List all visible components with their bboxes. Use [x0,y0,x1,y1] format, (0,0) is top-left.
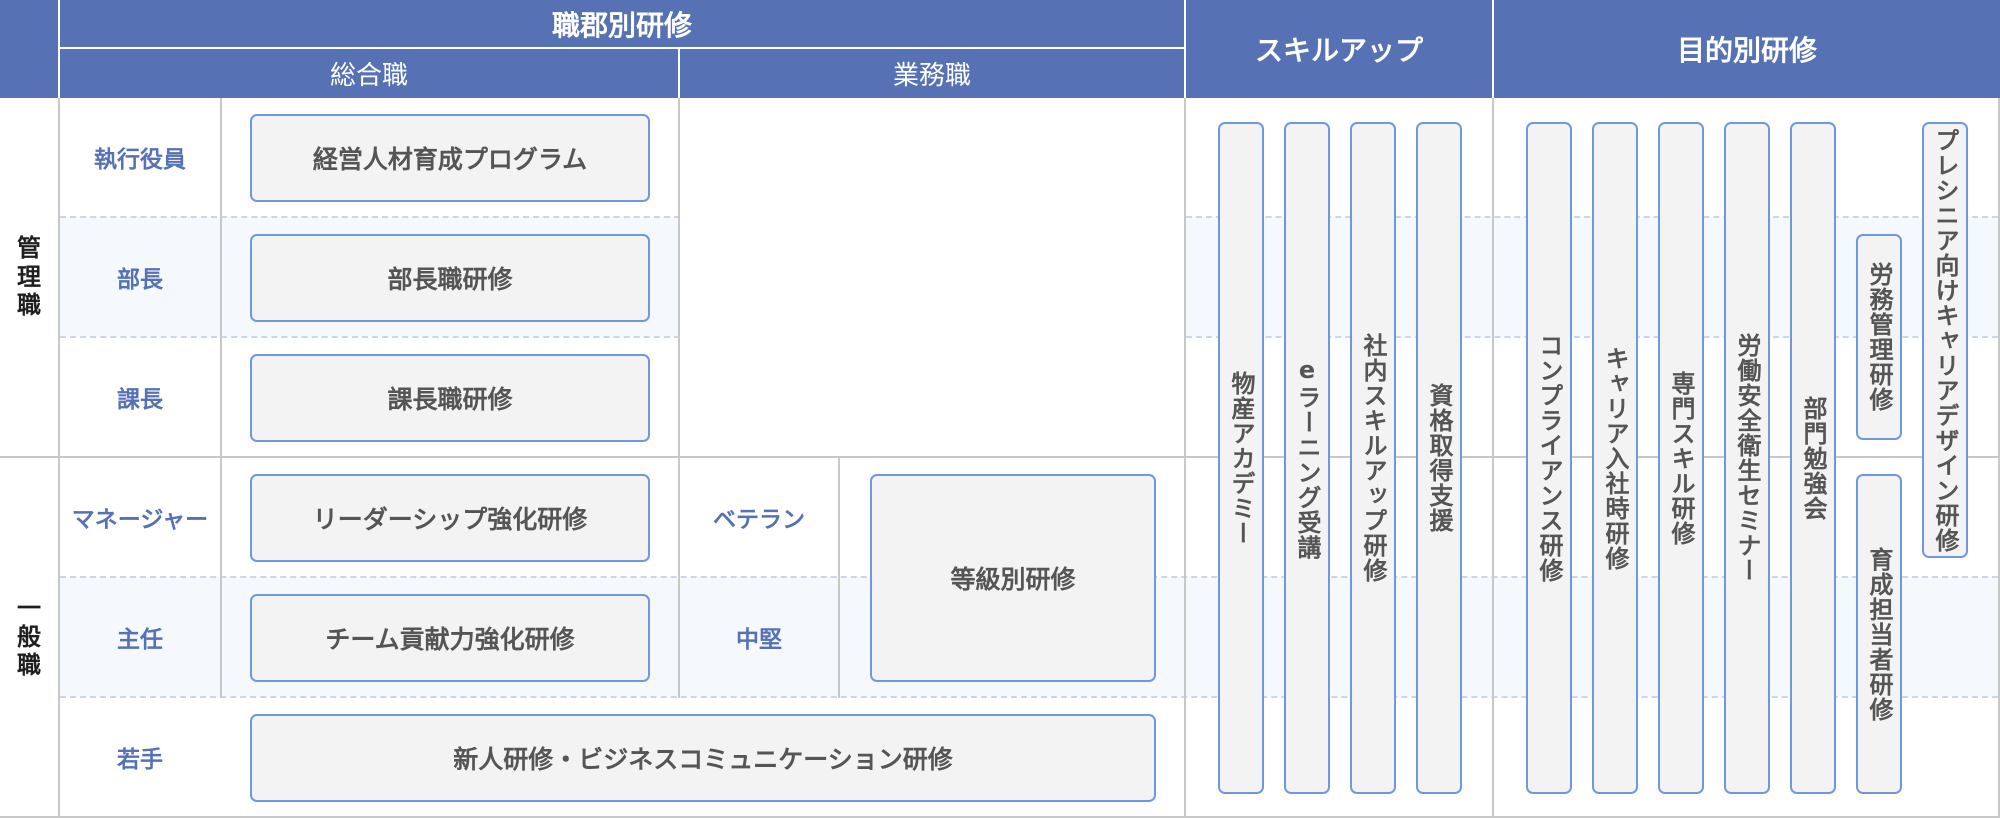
side-label-ippanshoku: 一 般 職 [17,593,41,680]
program-bucho-kenshu[interactable]: 部長職研修 [250,234,650,322]
header-mokuteki: 目的別研修 [1494,0,2000,98]
header-shokugun: 職郡別研修 [60,0,1184,47]
skillup-bussan-academy[interactable]: 物産アカデミー [1218,122,1264,794]
program-team-koken[interactable]: チーム貢献力強化研修 [250,594,650,682]
header-sogoshoku-label: 総合職 [329,61,408,91]
rank-manager: マネージャー [71,507,209,533]
header-gyomushoku-label: 業務職 [892,61,971,91]
grid-line [838,456,840,698]
mokuteki-presenior-career[interactable]: プレシニア向けキャリアデザイン研修 [1922,122,1968,558]
header-skillup: スキルアップ [1186,0,1492,98]
program-tokyu-betsu[interactable]: 等級別研修 [870,474,1156,682]
mokuteki-compliance[interactable]: コンプライアンス研修 [1526,122,1572,794]
grid-line [1492,98,1494,818]
rank-chuken: 中堅 [736,627,782,653]
header-corner [0,0,58,98]
grid-line [1184,98,1186,818]
header-sogoshoku: 総合職 [60,49,678,98]
header-shokugun-label: 職郡別研修 [551,8,692,42]
header-skillup-label: スキルアップ [1254,34,1423,67]
rank-bucho: 部長 [117,267,163,293]
grid-line [1998,98,2000,818]
program-shinjin[interactable]: 新人研修・ビジネスコミュニケーション研修 [250,714,1156,802]
row-divider [60,336,680,338]
mokuteki-senmon-skill[interactable]: 専門スキル研修 [1658,122,1704,794]
group-divider [0,456,1998,458]
program-keiei-jinzai[interactable]: 経営人材育成プログラム [250,114,650,202]
grid-line [220,98,222,698]
rank-kacho: 課長 [117,387,163,413]
mokuteki-rodo-anzen[interactable]: 労働安全衛生セミナー [1724,122,1770,794]
grid-line [58,98,60,818]
mokuteki-career-entry[interactable]: キャリア入社時研修 [1592,122,1638,794]
header-gyomushoku: 業務職 [680,49,1184,98]
rank-shunin: 主任 [117,627,163,653]
side-label-kanrishoku: 管 理 職 [17,233,41,320]
mokuteki-bumon-benkyokai[interactable]: 部門勉強会 [1790,122,1836,794]
row-divider [60,216,680,218]
skillup-elearning[interactable]: eラーニング受講 [1284,122,1330,794]
bottom-border [0,816,2000,818]
header-mokuteki-label: 目的別研修 [1676,34,1817,67]
rank-veteran: ベテラン [713,507,805,533]
mokuteki-ikusei-tanto[interactable]: 育成担当者研修 [1856,474,1902,794]
program-leadership[interactable]: リーダーシップ強化研修 [250,474,650,562]
rank-shikko-yakuin: 執行役員 [94,147,186,173]
rank-wakate: 若手 [117,747,163,773]
mokuteki-romu-kanri[interactable]: 労務管理研修 [1856,234,1902,440]
gyomu-empty-area [680,98,1184,457]
grid-line [678,98,680,698]
program-kacho-kenshu[interactable]: 課長職研修 [250,354,650,442]
row-divider [60,696,1998,698]
skillup-shanai[interactable]: 社内スキルアップ研修 [1350,122,1396,794]
skillup-shikaku[interactable]: 資格取得支援 [1416,122,1462,794]
